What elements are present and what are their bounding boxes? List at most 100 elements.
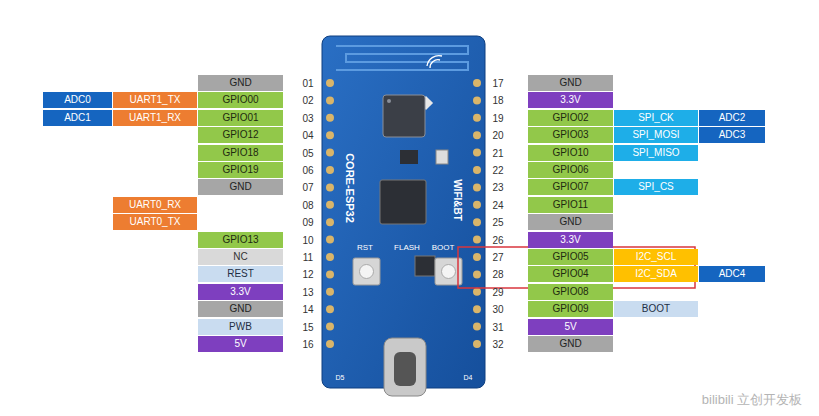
pin-label: GPIO07 [552,181,588,193]
adc-function: ADC0 [43,92,112,108]
pin-number: 24 [492,199,503,210]
pin-hole [473,236,481,244]
pin-number: 12 [302,269,313,280]
pin-number: 19 [492,112,503,123]
pin-hole [326,79,334,87]
pin-number: 09 [302,217,313,228]
watermark: bilibili 立创开发板 [702,393,802,407]
pin-hole [473,131,481,139]
pin-number: 29 [492,286,503,297]
pin-label: GPIO02 [552,112,588,124]
pin-hole [473,96,481,104]
pin-label: UART1_RX [129,112,181,124]
ground-pin: GND [198,301,283,317]
pin-hole [326,201,334,209]
pin-hole [473,149,481,157]
pin-number: 07 [302,182,313,193]
pin-number: 27 [492,252,503,263]
pin-number: 05 [302,147,313,158]
pin-label: GPIO00 [222,94,258,106]
i2c-function: I2C_SDA [614,266,698,282]
ground-pin: GND [198,75,283,91]
pin-label: GND [559,216,581,228]
pin-label: ADC3 [719,129,746,141]
ground-pin: GND [528,75,613,91]
i2c-function: I2C_SCL [614,249,698,265]
power-pin: 5V [528,319,613,335]
pin-label: GPIO08 [552,286,588,298]
gpio-pin: GPIO02 [528,110,613,126]
pin-label: GND [229,77,251,89]
ground-pin: GND [528,214,613,230]
power-pin: 5V [198,336,283,352]
pin-label: I2C_SCL [636,251,677,263]
spi-function: SPI_CK [614,110,698,126]
pin-label: UART1_TX [130,94,181,106]
pin-hole [326,288,334,296]
pin-label: GPIO04 [552,268,588,280]
gpio-pin: GPIO18 [198,145,283,161]
pin-label: SPI_CK [638,112,674,124]
pin-number: 01 [302,78,313,89]
pin-number: 31 [492,321,503,332]
power-pin: 3.3V [528,232,613,248]
pin-label: GPIO09 [552,303,588,315]
gpio-pin: GPIO11 [528,197,613,213]
pin-label: 3.3V [560,94,581,106]
pin-hole [326,340,334,348]
pin-hole [326,149,334,157]
pin-label: GPIO13 [222,234,258,246]
adc-function: ADC2 [699,110,765,126]
pin-number: 20 [492,130,503,141]
led-label: D5 [336,374,345,382]
button-label: BOOT [432,244,455,253]
esp32-chip [383,95,425,137]
uart-function: UART1_RX [113,110,197,126]
pin-number: 25 [492,217,503,228]
pin-label: GND [559,77,581,89]
pin-hole [473,340,481,348]
pin-label: GPIO18 [222,147,258,159]
gpio-pin: GPIO09 [528,301,613,317]
pin-hole [473,305,481,313]
gpio-pin: GPIO10 [528,145,613,161]
pin-number: 22 [492,165,503,176]
pin-hole [473,166,481,174]
pin-label: GPIO06 [552,164,588,176]
led-label: D4 [464,374,473,382]
control-pin: BOOT [614,301,698,317]
pin-label: GND [229,303,251,315]
ground-pin: GND [198,179,283,195]
wireless-symbol [427,56,442,68]
board-feature: WIFI&BT [452,179,463,221]
uart-function: UART1_TX [113,92,197,108]
pin-hole [473,79,481,87]
pin-hole [326,305,334,313]
pin-label: SPI_CS [638,181,674,193]
usb-chip [415,256,435,276]
gpio-pin: GPIO00 [198,92,283,108]
pin-label: UART0_RX [129,199,181,211]
pin-label: GPIO19 [222,164,258,176]
gpio-pin: GPIO07 [528,179,613,195]
led [436,150,448,164]
adc-function: ADC1 [43,110,112,126]
pin-label: 3.3V [560,234,581,246]
pin-label: REST [227,268,254,280]
spi-function: SPI_MOSI [614,127,698,143]
pin-holes [326,79,481,348]
gpio-pin: GPIO06 [528,162,613,178]
pin-number: 18 [492,95,503,106]
spi-function: SPI_CS [614,179,698,195]
pin-hole [326,323,334,331]
antenna-trace [336,46,468,70]
usb-c-port [384,338,426,396]
pin-number: 23 [492,182,503,193]
adc-function: ADC4 [699,266,765,282]
power-pin: 3.3V [528,92,613,108]
pin-number: 16 [302,339,313,350]
pin-label: GND [559,338,581,350]
pin-number: 13 [302,286,313,297]
regulator [400,150,418,164]
